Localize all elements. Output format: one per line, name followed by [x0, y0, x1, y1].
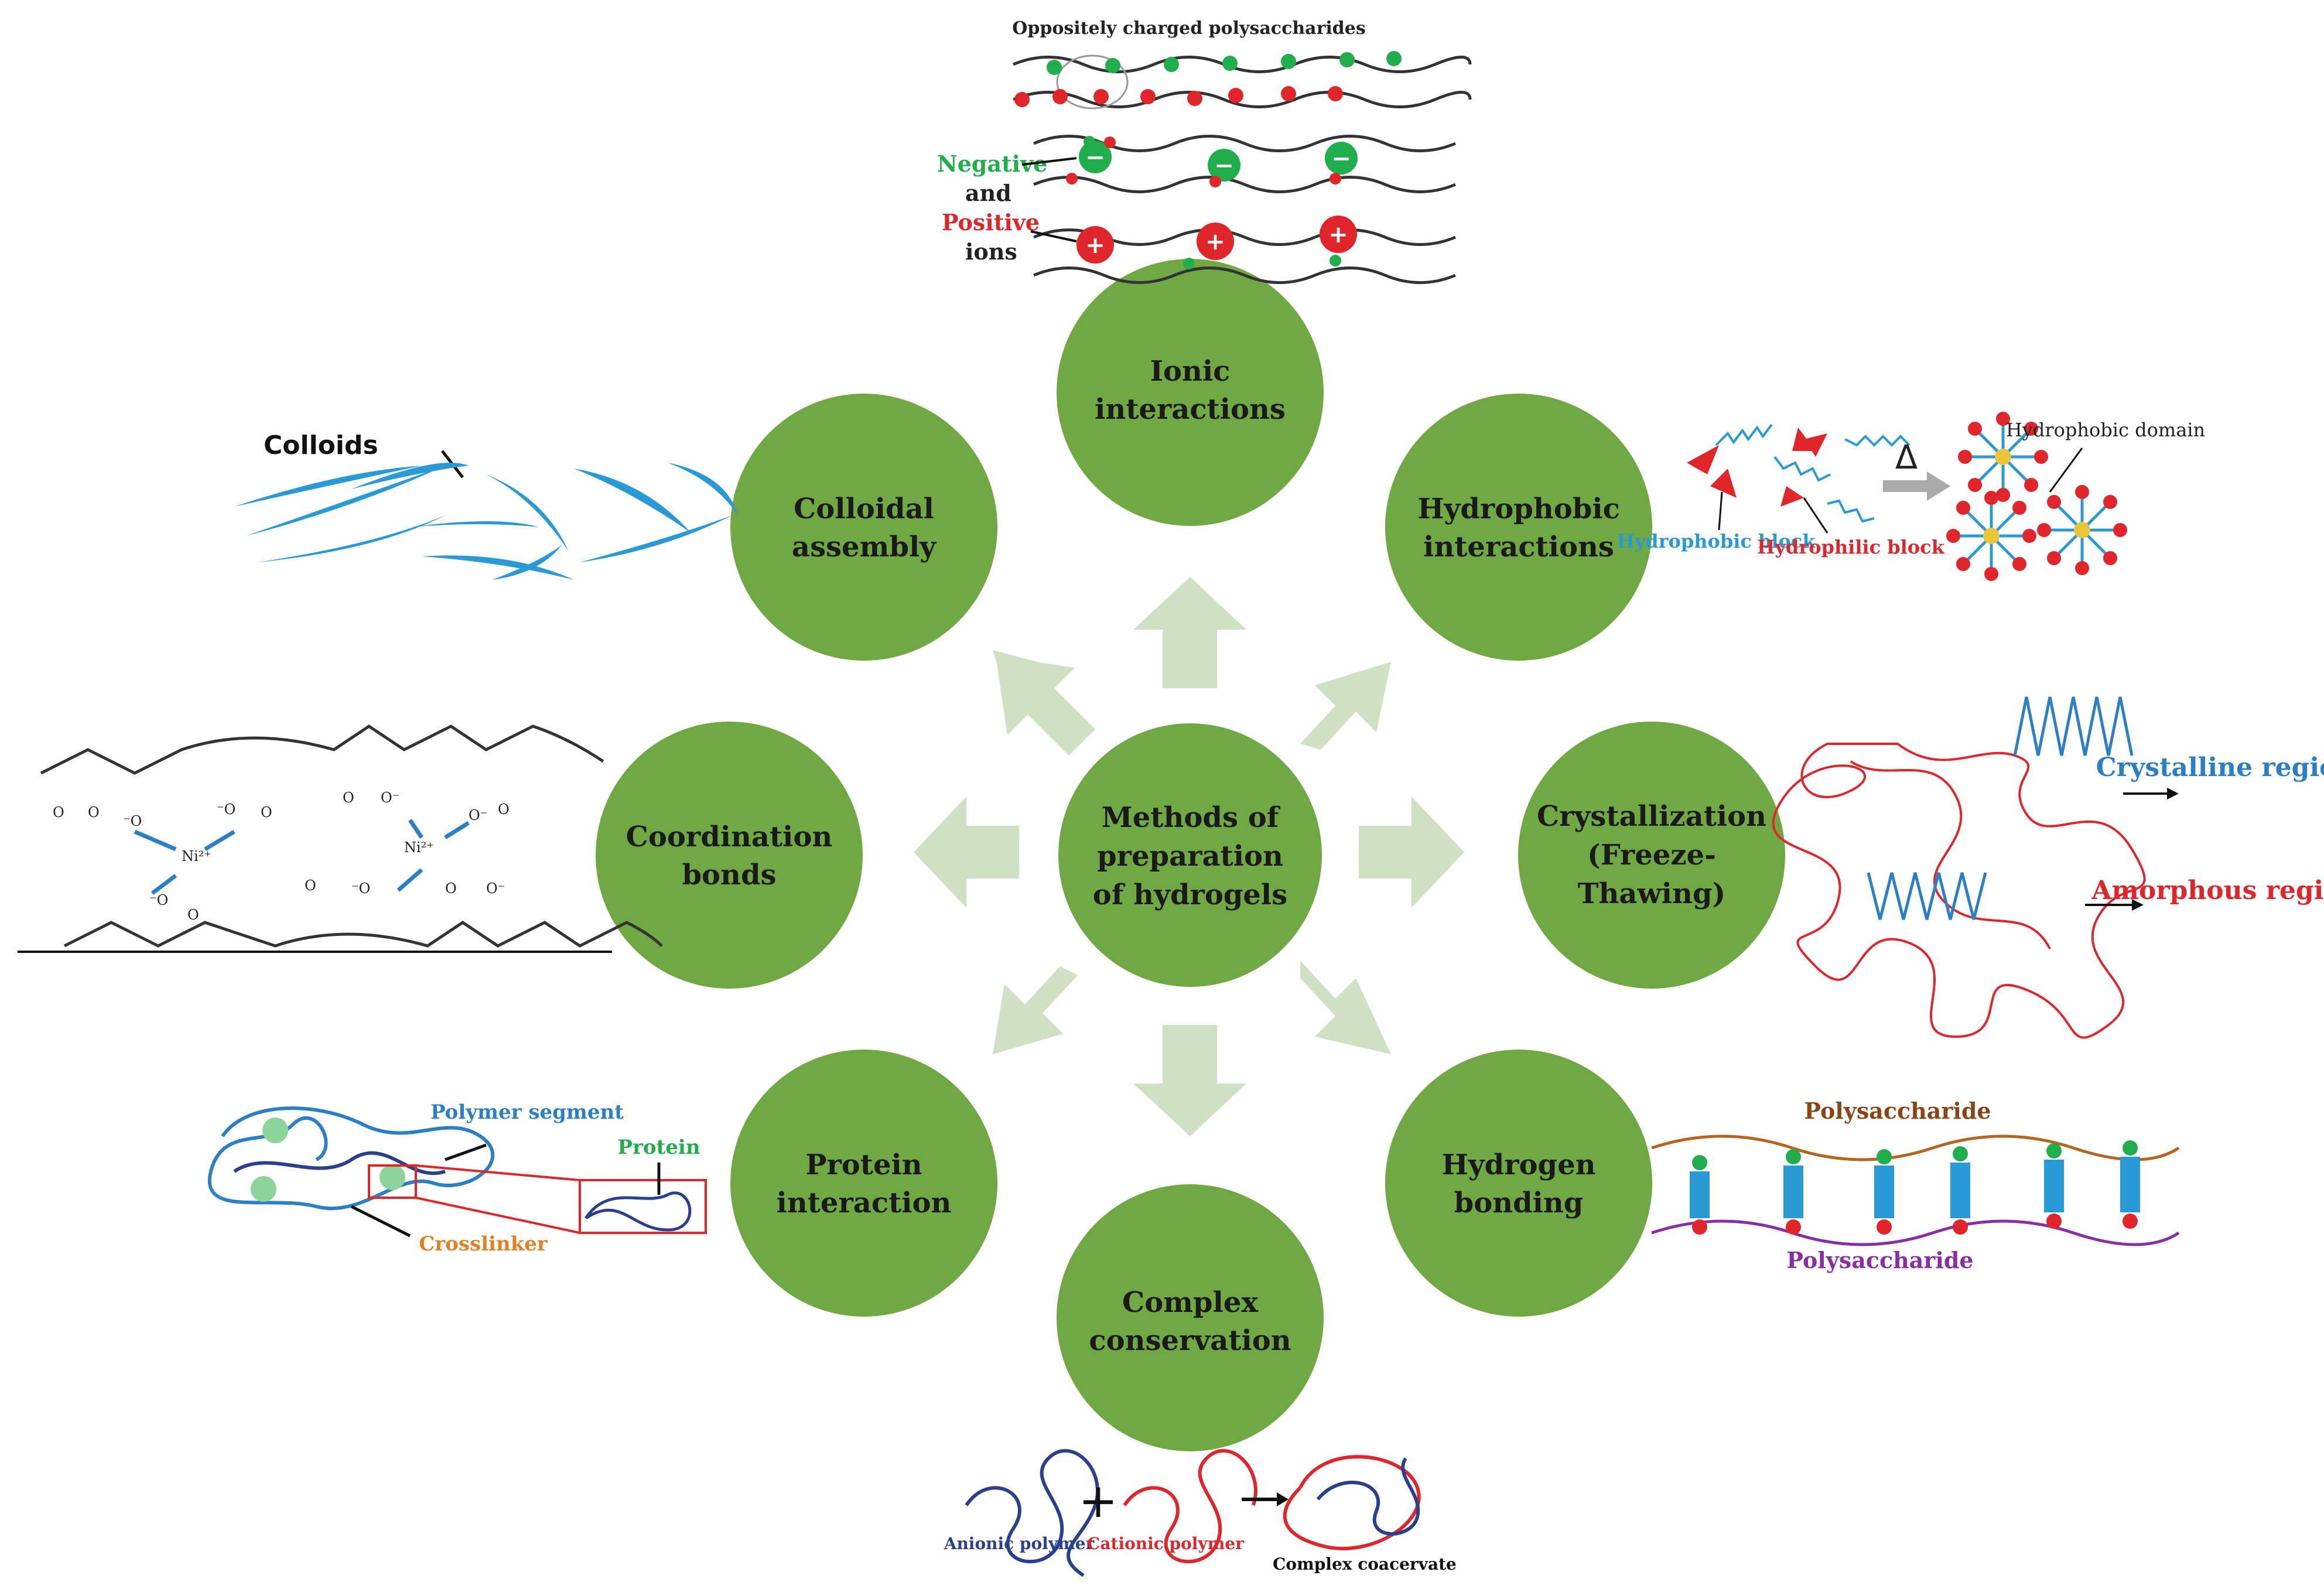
hydrogen-label-1: Hydrogen [1441, 1149, 1595, 1181]
ionic-positive-label: Positive [942, 209, 1040, 235]
method-circles [596, 259, 1785, 1451]
svg-text:+: + [1205, 228, 1225, 255]
circle-complex [1057, 1184, 1324, 1451]
hydrophobic-label-2: interactions [1423, 531, 1614, 563]
svg-text:O: O [445, 880, 457, 897]
arrow-down-right [1300, 961, 1391, 1054]
svg-text:⁻O: ⁻O [351, 880, 370, 897]
hydrophobic-domain-label: Hydrophobic domain [2006, 419, 2205, 441]
crystalline-region-label: Crystalline region [2096, 753, 2324, 782]
svg-text:O: O [498, 801, 510, 818]
colloidal-label-2: assembly [792, 531, 937, 563]
coordination-label-2: bonds [682, 859, 776, 891]
crystallization-label-1: Crystallization [1537, 800, 1766, 833]
amorphous-region-label: Amorphous region [2091, 876, 2324, 905]
svg-text:O: O [53, 804, 64, 821]
circle-hydrogen [1385, 1050, 1652, 1317]
svg-text:+: + [1085, 232, 1105, 259]
circle-hydrophobic [1385, 394, 1652, 661]
svg-text:Ni²⁺: Ni²⁺ [404, 839, 434, 856]
hydrophobic-label-1: Hydrophobic [1417, 493, 1620, 525]
svg-text:−: − [1214, 152, 1234, 179]
svg-text:O: O [187, 907, 199, 923]
crosslinker-label: Crosslinker [419, 1232, 548, 1256]
svg-text:O⁻: O⁻ [381, 790, 399, 806]
circle-colloidal [730, 394, 997, 661]
circle-coordination [596, 722, 863, 989]
arrow-up-right [1300, 662, 1391, 750]
ionic-label-2: interactions [1095, 393, 1286, 426]
center-label-3: of hydrogels [1093, 879, 1287, 911]
svg-text:⁻O: ⁻O [217, 801, 235, 818]
ionic-panel-title: Oppositely charged polysaccharides [1012, 18, 1366, 39]
complex-coacervate-label: Complex coacervate [1273, 1554, 1457, 1574]
hydrogen-label-2: bonding [1454, 1187, 1584, 1219]
arrow-up-left-clean [996, 656, 1095, 756]
anionic-polymer-label: Anionic polymer [944, 1534, 1095, 1553]
crystallization-label-3: Thawing) [1578, 877, 1725, 910]
colloids-label: Colloids [264, 430, 378, 460]
hydrophilic-block-label: Hydrophilic block [1757, 536, 1945, 558]
circle-center [1058, 723, 1322, 987]
hbond-bottom-label: Polysaccharide [1786, 1247, 1973, 1273]
circle-protein [730, 1050, 997, 1317]
protein-label: Protein [617, 1136, 700, 1159]
svg-text:O⁻: O⁻ [486, 880, 505, 897]
arrow-down-left [993, 966, 1078, 1054]
center-label-2: preparation [1097, 840, 1283, 873]
protein-label-2: interaction [777, 1187, 952, 1219]
complex-plus: + [1078, 1474, 1117, 1528]
svg-text:⁻O: ⁻O [149, 892, 168, 908]
svg-text:⁻O: ⁻O [123, 813, 142, 829]
ionic-and-label: and [965, 180, 1011, 206]
arrow-left [914, 797, 1019, 908]
circle-ionic [1057, 259, 1324, 526]
colloid-panel: Colloids [234, 430, 738, 580]
complex-label-1: Complex [1122, 1286, 1258, 1319]
ionic-label-1: Ionic [1150, 355, 1231, 388]
svg-text:O: O [88, 804, 100, 821]
cationic-polymer-label: Cationic polymer [1087, 1534, 1245, 1553]
colloidal-label-1: Colloidal [794, 493, 934, 525]
polymer-segment-label-1: Polymer segment [430, 1101, 624, 1124]
svg-text:Ni²⁺: Ni²⁺ [182, 848, 211, 864]
svg-text:O: O [261, 804, 272, 821]
arrow-right [1359, 797, 1464, 908]
ionic-ions-label: ions [965, 238, 1017, 265]
crystallization-label-2: (Freeze- [1587, 839, 1716, 872]
micelles [1946, 412, 2127, 581]
complex-panel: + Anionic polymer Cationic polymer Compl… [944, 1449, 1457, 1577]
hydrophobic-panel: Hydrophobic block Hydrophilic block Δ [1616, 412, 2205, 581]
hydrophobic-block-label: Hydrophobic block [1616, 530, 1816, 552]
svg-text:−: − [1085, 144, 1105, 171]
crystallization-panel [1772, 696, 2179, 1039]
svg-text:O: O [343, 790, 354, 806]
svg-text:O: O [305, 877, 316, 894]
hbond-panel: Polysaccharide Polysaccharide [1651, 1098, 2180, 1273]
svg-text:−: − [1331, 145, 1351, 172]
arrow-up [1133, 577, 1246, 688]
ionic-panel: Oppositely charged polysaccharides − − − +… [937, 18, 1472, 284]
svg-text:O⁻: O⁻ [469, 807, 487, 823]
complex-label-2: conservation [1089, 1324, 1291, 1357]
center-label-1: Methods of [1102, 801, 1281, 834]
arrow-down [1133, 1025, 1246, 1136]
coordination-label-1: Coordination [626, 821, 833, 853]
protein-label-1: Protein [805, 1149, 922, 1181]
delta-label: Δ [1895, 439, 1918, 477]
svg-text:+: + [1328, 221, 1348, 248]
hbond-top-label: Polysaccharide [1804, 1098, 1991, 1124]
circle-crystallization [1518, 722, 1785, 989]
protein-panel: Polymer segment Protein Crosslinker [207, 1101, 707, 1256]
